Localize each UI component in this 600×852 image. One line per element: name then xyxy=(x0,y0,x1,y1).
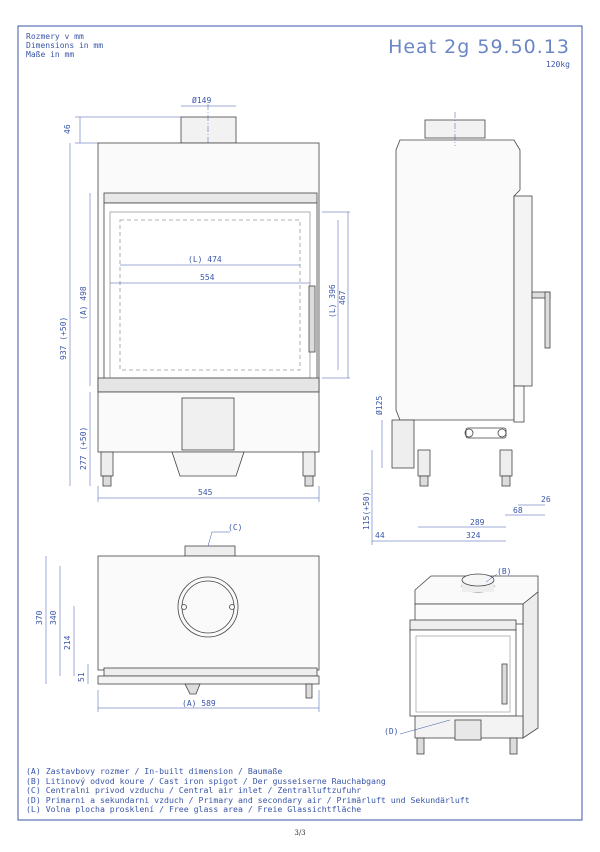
side-view xyxy=(391,119,551,487)
iso-leader-lines xyxy=(399,573,498,735)
dim-top-51: 51 xyxy=(77,672,86,682)
dim-base-height: 277 (+50) xyxy=(79,427,88,470)
dim-top-214: 214 xyxy=(63,635,72,650)
units-en: Dimensions in mm xyxy=(26,41,104,50)
dim-side-air-diameter: Ø125 xyxy=(374,396,384,415)
dim-base-width: 545 xyxy=(198,488,213,497)
dim-frame-height: 467 xyxy=(338,290,347,305)
units-de: Maße in mm xyxy=(26,50,75,59)
legend-item-c: (C) Centralni privod vzduchu / Central a… xyxy=(26,785,362,796)
model-weight: 120kg xyxy=(545,60,570,69)
legend-item-l: (L) Volna plocha prosklení / Free glass … xyxy=(26,804,362,815)
model-title: Heat 2g 59.50.13 xyxy=(388,36,570,58)
dim-top-340: 340 xyxy=(49,610,58,625)
dim-side-44: 44 xyxy=(375,531,385,540)
dim-top-offset: 46 xyxy=(63,124,72,134)
units-cz: Rozmery v mm xyxy=(26,32,84,41)
legend: (A) Zastavbovy rozmer / In-built dimensi… xyxy=(26,766,470,815)
legend-item-a: (A) Zastavbovy rozmer / In-built dimensi… xyxy=(26,766,283,776)
label-d-air: (D) xyxy=(384,727,398,736)
top-view xyxy=(97,545,320,699)
front-view xyxy=(97,104,320,487)
legend-item-d: (D) Primarni a sekundarni vzduch / Prima… xyxy=(26,794,470,805)
dim-glass-width: (L) 474 xyxy=(188,255,222,264)
dim-side-324: 324 xyxy=(466,531,481,540)
dim-side-26: 26 xyxy=(541,495,551,504)
page-number: 3/3 xyxy=(294,829,306,837)
dim-side-68: 68 xyxy=(513,506,523,515)
front-dimension-lines xyxy=(69,105,350,502)
top-dimension-lines xyxy=(45,531,320,712)
sheet-border xyxy=(17,25,583,821)
dim-spigot-diameter: Ø149 xyxy=(192,95,211,105)
dim-leg-height: 115(+50) xyxy=(362,491,371,530)
units-note: Rozmery v mm Dimensions in mm Maße in mm xyxy=(26,32,103,59)
dim-top-width-a: (A) 589 xyxy=(182,699,216,708)
dim-side-289: 289 xyxy=(470,518,485,527)
label-b-spigot: (B) xyxy=(497,567,511,576)
dim-top-370: 370 xyxy=(35,610,44,625)
dim-total-height: 937 (+50) xyxy=(59,317,68,360)
dim-height-a: (A) 498 xyxy=(79,286,88,320)
label-c-central-air: (C) xyxy=(228,523,242,532)
side-dimension-lines xyxy=(371,112,545,545)
dim-glass-height: (L) 396 xyxy=(328,284,337,318)
isometric-view xyxy=(409,573,539,755)
legend-item-b: (B) Litinový odvod koure / Cast iron spi… xyxy=(26,775,386,786)
dim-inner-width: 554 xyxy=(200,273,215,282)
